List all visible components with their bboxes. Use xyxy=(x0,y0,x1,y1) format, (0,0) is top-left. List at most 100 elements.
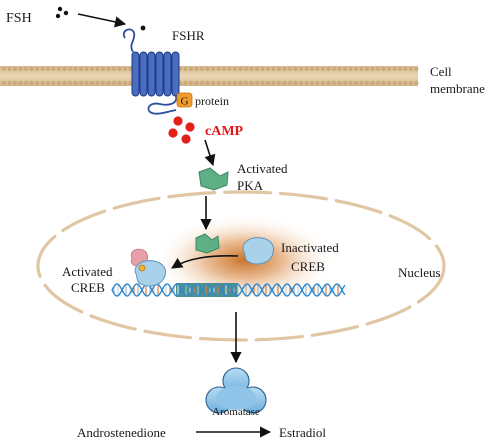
lipid-head xyxy=(2,81,6,85)
inactivated-creb-label-line1: Inactivated xyxy=(281,240,339,255)
lipid-head xyxy=(326,81,331,85)
lipid-head xyxy=(2,67,6,71)
lipid-head xyxy=(315,81,320,85)
lipid-head xyxy=(62,81,67,85)
lipid-head xyxy=(79,67,83,71)
lipid-head xyxy=(255,67,259,71)
dna-helix xyxy=(111,283,346,297)
activated-creb-label-line2: CREB xyxy=(71,280,105,295)
lipid-head xyxy=(95,81,100,85)
lipid-head xyxy=(194,67,199,71)
lipid-head xyxy=(101,67,105,71)
lipid-head xyxy=(46,67,50,71)
lipid-head xyxy=(409,81,413,85)
lipid-head xyxy=(90,81,94,85)
lipid-head xyxy=(24,67,28,71)
lipid-head xyxy=(282,67,287,71)
fsh-molecules xyxy=(55,6,69,19)
lipid-head xyxy=(216,67,221,71)
lipid-head xyxy=(326,67,331,71)
lipid-head xyxy=(343,67,347,71)
lipid-head xyxy=(293,81,298,85)
estradiol-label: Estradiol xyxy=(279,425,326,440)
lipid-head xyxy=(200,67,204,71)
lipid-head xyxy=(101,81,105,85)
lipid-head xyxy=(244,81,248,85)
lipid-head xyxy=(310,81,314,85)
creb-activation-arrow xyxy=(171,255,239,269)
lipid-head xyxy=(51,67,56,71)
lipid-head xyxy=(216,81,221,85)
lipid-head xyxy=(359,81,364,85)
lipid-head xyxy=(310,67,314,71)
lipid-head xyxy=(189,67,193,71)
lipid-head xyxy=(365,81,369,85)
lipid-head xyxy=(18,81,23,85)
lipid-head xyxy=(57,67,61,71)
lipid-head xyxy=(271,81,276,85)
fshr-label: FSHR xyxy=(172,28,205,43)
lipid-head xyxy=(68,81,72,85)
lipid-head xyxy=(233,81,237,85)
lipid-head xyxy=(288,81,292,85)
lipid-head xyxy=(398,81,402,85)
lipid-head xyxy=(40,81,45,85)
lipid-head xyxy=(112,81,116,85)
lipid-head xyxy=(211,67,215,71)
lipid-head xyxy=(282,81,287,85)
lipid-head xyxy=(370,81,375,85)
lipid-head xyxy=(205,67,210,71)
nucleus-label: Nucleus xyxy=(398,265,441,280)
lipid-head xyxy=(112,67,116,71)
lipid-head xyxy=(227,67,232,71)
lipid-head xyxy=(68,67,72,71)
lipid-head xyxy=(35,81,39,85)
lipid-head xyxy=(227,81,232,85)
lipid-head xyxy=(304,67,309,71)
lipid-head xyxy=(255,81,259,85)
lipid-head xyxy=(79,81,83,85)
phosphate-group xyxy=(138,264,146,272)
androstenedione-label: Androstenedione xyxy=(77,425,166,440)
cell-membrane-label-line1: Cell xyxy=(430,64,452,79)
lipid-head xyxy=(403,81,408,85)
lipid-head xyxy=(222,81,226,85)
lipid-head xyxy=(277,67,281,71)
lipid-head xyxy=(332,81,336,85)
cell-membrane xyxy=(0,66,419,86)
lipid-head xyxy=(348,81,353,85)
nuclear-pka-shape xyxy=(195,233,220,254)
lipid-head xyxy=(106,67,111,71)
lipid-head xyxy=(348,67,353,71)
lipid-head xyxy=(414,81,419,85)
lipid-head xyxy=(299,81,303,85)
lipid-head xyxy=(381,67,386,71)
cell-membrane-label-line2: membrane xyxy=(430,81,485,96)
membrane-lipid-heads xyxy=(2,67,419,85)
activated-creb-label-line1: Activated xyxy=(62,264,113,279)
lipid-head xyxy=(18,67,23,71)
lipid-head xyxy=(293,67,298,71)
lipid-head xyxy=(29,67,34,71)
lipid-head xyxy=(183,67,188,71)
lipid-head xyxy=(392,81,397,85)
lipid-head xyxy=(90,67,94,71)
lipid-head xyxy=(7,81,12,85)
lipid-head xyxy=(35,67,39,71)
camp-molecules xyxy=(168,116,195,144)
nuclear-envelope xyxy=(36,190,446,342)
lipid-head xyxy=(354,67,358,71)
lipid-head xyxy=(288,67,292,71)
lipid-head xyxy=(13,67,17,71)
activated-pka-label-line1: Activated xyxy=(237,161,288,176)
lipid-head xyxy=(387,67,391,71)
lipid-head xyxy=(200,81,204,85)
lipid-head xyxy=(13,81,17,85)
lipid-head xyxy=(315,67,320,71)
lipid-head xyxy=(117,81,122,85)
lipid-head xyxy=(238,67,243,71)
lipid-head xyxy=(211,81,215,85)
aromatase-label: Aromatase xyxy=(212,406,260,418)
